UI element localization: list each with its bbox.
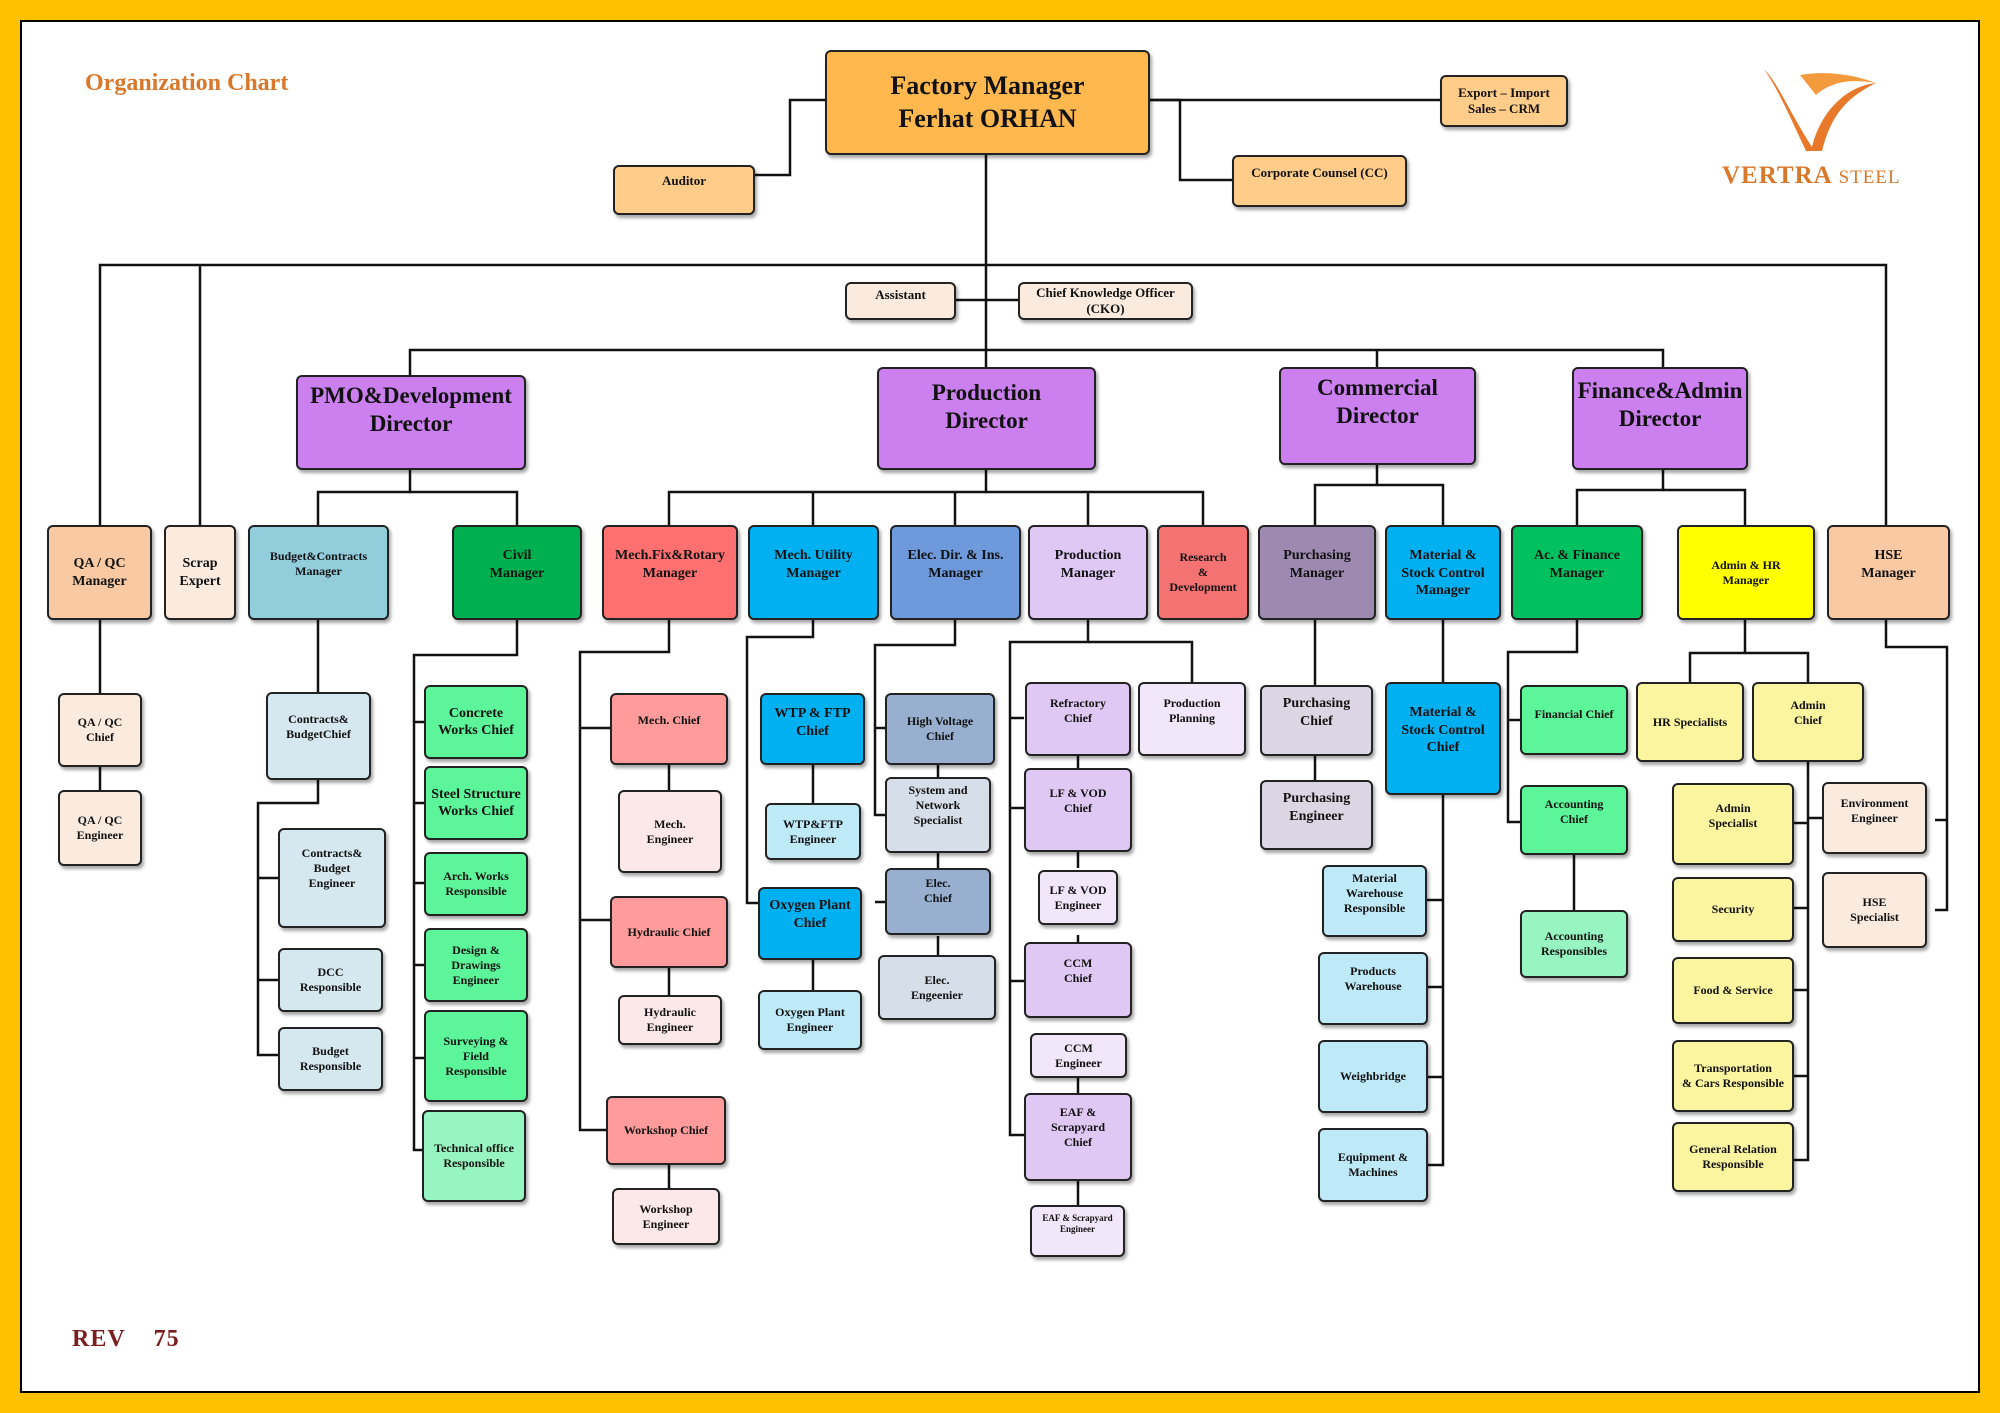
scrap-expert-box[interactable]: Scrap Expert xyxy=(164,525,236,620)
qa-qc-manager-box[interactable]: QA / QC Manager xyxy=(47,525,152,620)
elec-manager-box[interactable]: Elec. Dir. & Ins. Manager xyxy=(890,525,1021,620)
purchasing-manager-box[interactable]: Purchasing Manager xyxy=(1258,525,1376,620)
oxygen-plant-engineer-box[interactable]: Oxygen Plant Engineer xyxy=(758,990,862,1050)
eaf-scrapyard-engineer-box[interactable]: EAF & Scrapyard Engineer xyxy=(1030,1205,1125,1257)
security-box[interactable]: Security xyxy=(1672,877,1794,942)
environment-engineer-box[interactable]: Environment Engineer xyxy=(1822,782,1927,854)
revision-label: REV 75 xyxy=(72,1326,180,1353)
financial-chief-box[interactable]: Financial Chief xyxy=(1520,685,1628,755)
weighbridge-box[interactable]: Weighbridge xyxy=(1318,1040,1428,1113)
design-drawings-box[interactable]: Design & Drawings Engineer xyxy=(424,928,528,1002)
mech-engineer-box[interactable]: Mech. Engineer xyxy=(618,790,722,873)
high-voltage-chief-box[interactable]: High Voltage Chief xyxy=(885,693,995,765)
workshop-chief-box[interactable]: Workshop Chief xyxy=(606,1096,726,1165)
food-service-box[interactable]: Food & Service xyxy=(1672,957,1794,1024)
dcc-responsible-box[interactable]: DCC Responsible xyxy=(278,948,383,1012)
eaf-scrapyard-chief-box[interactable]: EAF & Scrapyard Chief xyxy=(1024,1093,1132,1181)
contracts-budget-engineer-box[interactable]: Contracts& Budget Engineer xyxy=(278,828,386,928)
wtp-ftp-chief-box[interactable]: WTP & FTP Chief xyxy=(760,693,865,765)
contracts-budget-chief-box[interactable]: Contracts& BudgetChief xyxy=(266,692,371,780)
hydraulic-chief-box[interactable]: Hydraulic Chief xyxy=(610,896,728,968)
mech-chief-box[interactable]: Mech. Chief xyxy=(610,693,728,765)
budget-contracts-manager-box[interactable]: Budget&Contracts Manager xyxy=(248,525,389,620)
mech-utility-manager-box[interactable]: Mech. Utility Manager xyxy=(748,525,879,620)
civil-manager-box[interactable]: Civil Manager xyxy=(452,525,582,620)
elec-engineer-box[interactable]: Elec. Engeenier xyxy=(878,955,996,1020)
brand-name: VERTRA STEEL xyxy=(1722,162,1901,190)
hse-manager-box[interactable]: HSE Manager xyxy=(1827,525,1950,620)
hse-specialist-box[interactable]: HSE Specialist xyxy=(1822,872,1927,948)
rev-label: REV xyxy=(72,1326,126,1352)
qa-qc-engineer-box[interactable]: QA / QC Engineer xyxy=(58,790,142,866)
auditor-box[interactable]: Auditor xyxy=(613,165,755,215)
concrete-works-chief-box[interactable]: Concrete Works Chief xyxy=(424,685,528,759)
cko-box[interactable]: Chief Knowledge Officer (CKO) xyxy=(1018,282,1193,320)
ac-finance-manager-box[interactable]: Ac. & Finance Manager xyxy=(1511,525,1643,620)
ccm-chief-box[interactable]: CCM Chief xyxy=(1024,942,1132,1018)
general-relation-box[interactable]: General Relation Responsible xyxy=(1672,1122,1794,1192)
equipment-machines-box[interactable]: Equipment & Machines xyxy=(1318,1128,1428,1202)
vertra-v-logo-icon xyxy=(1764,69,1876,151)
purchasing-engineer-box[interactable]: Purchasing Engineer xyxy=(1260,780,1373,850)
finance-admin-director-box[interactable]: Finance&Admin Director xyxy=(1572,367,1748,470)
production-planning-box[interactable]: Production Planning xyxy=(1138,682,1246,756)
technical-office-box[interactable]: Technical office Responsible xyxy=(422,1110,526,1202)
chart-title: Organization Chart xyxy=(85,70,289,96)
hr-specialists-box[interactable]: HR Specialists xyxy=(1636,682,1744,762)
elec-chief-box[interactable]: Elec. Chief xyxy=(885,868,991,935)
material-stock-manager-box[interactable]: Material & Stock Control Manager xyxy=(1385,525,1501,620)
corporate-counsel-box[interactable]: Corporate Counsel (CC) xyxy=(1232,155,1407,207)
wtp-ftp-engineer-box[interactable]: WTP&FTP Engineer xyxy=(765,803,861,860)
budget-responsible-box[interactable]: Budget Responsible xyxy=(278,1027,383,1091)
pmo-director-box[interactable]: PMO&Development Director xyxy=(296,375,526,470)
oxygen-plant-chief-box[interactable]: Oxygen Plant Chief xyxy=(758,887,862,960)
lf-vod-chief-box[interactable]: LF & VOD Chief xyxy=(1024,768,1132,852)
brand-suffix: STEEL xyxy=(1838,167,1901,188)
material-stock-chief-box[interactable]: Material & Stock Control Chief xyxy=(1385,682,1501,795)
admin-chief-box[interactable]: Admin Chief xyxy=(1752,682,1864,762)
commercial-director-box[interactable]: Commercial Director xyxy=(1279,367,1476,465)
production-director-box[interactable]: Production Director xyxy=(877,367,1096,470)
export-import-box[interactable]: Export – Import Sales – CRM xyxy=(1440,75,1568,127)
purchasing-chief-box[interactable]: Purchasing Chief xyxy=(1260,685,1373,756)
steel-structure-chief-box[interactable]: Steel Structure Works Chief xyxy=(424,766,528,840)
material-warehouse-box[interactable]: Material Warehouse Responsible xyxy=(1322,865,1427,937)
system-network-box[interactable]: System and Network Specialist xyxy=(885,777,991,853)
research-development-box[interactable]: Research & Development xyxy=(1157,525,1249,620)
lf-vod-engineer-box[interactable]: LF & VOD Engineer xyxy=(1038,870,1118,925)
assistant-box[interactable]: Assistant xyxy=(845,282,956,320)
rev-number: 75 xyxy=(153,1326,180,1352)
refractory-chief-box[interactable]: Refractory Chief xyxy=(1025,682,1131,756)
ccm-engineer-box[interactable]: CCM Engineer xyxy=(1030,1033,1127,1078)
workshop-engineer-box[interactable]: Workshop Engineer xyxy=(612,1188,720,1245)
arch-works-box[interactable]: Arch. Works Responsible xyxy=(424,852,528,916)
factory-manager-box[interactable]: Factory Manager Ferhat ORHAN xyxy=(825,50,1150,155)
admin-hr-manager-box[interactable]: Admin & HR Manager xyxy=(1677,525,1815,620)
accounting-responsibles-box[interactable]: Accounting Responsibles xyxy=(1520,910,1628,978)
transportation-cars-box[interactable]: Transportation & Cars Responsible xyxy=(1672,1040,1794,1112)
production-manager-box[interactable]: Production Manager xyxy=(1028,525,1148,620)
admin-specialist-box[interactable]: Admin Specialist xyxy=(1672,783,1794,865)
brand-main: VERTRA xyxy=(1722,162,1832,189)
products-warehouse-box[interactable]: Products Warehouse xyxy=(1318,952,1428,1025)
qa-qc-chief-box[interactable]: QA / QC Chief xyxy=(58,693,142,767)
accounting-chief-box[interactable]: Accounting Chief xyxy=(1520,785,1628,855)
hydraulic-engineer-box[interactable]: Hydraulic Engineer xyxy=(618,995,722,1045)
surveying-field-box[interactable]: Surveying & Field Responsible xyxy=(424,1010,528,1102)
mech-fix-rotary-manager-box[interactable]: Mech.Fix&Rotary Manager xyxy=(602,525,738,620)
